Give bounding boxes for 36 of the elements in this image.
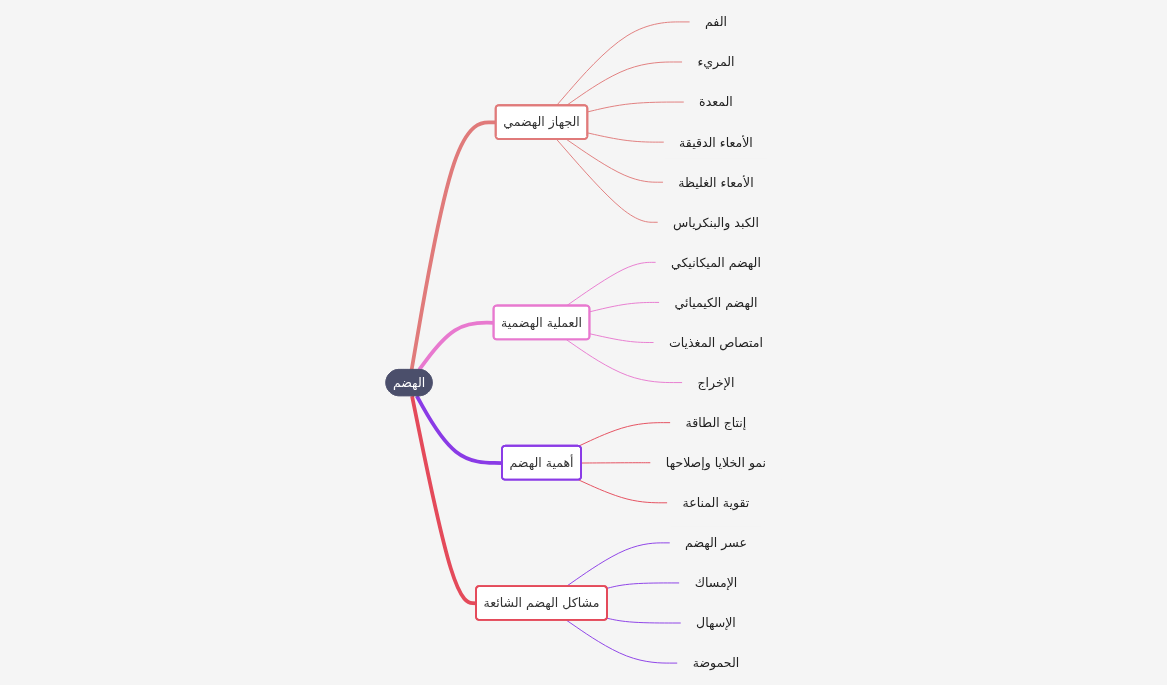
connector	[565, 619, 679, 664]
connector	[587, 132, 665, 143]
node-text: إنتاج الطاقة	[685, 415, 747, 431]
node-text: المريء	[697, 54, 735, 70]
connector	[556, 138, 659, 223]
node-text: الإخراج	[697, 375, 735, 391]
node-text: تقوية المناعة	[682, 495, 750, 511]
node-text: الأمعاء الدقيقة	[679, 134, 753, 150]
connector	[410, 395, 477, 606]
node-text: الإمساك	[694, 575, 738, 591]
node-text: المعدة	[699, 94, 733, 110]
node-text: نمو الخلايا وإصلاحها	[665, 455, 767, 471]
connector	[606, 582, 681, 589]
connector	[578, 479, 668, 504]
connector	[587, 101, 685, 113]
connector	[565, 339, 683, 384]
node-text: الحموضة	[692, 655, 740, 671]
node-text: امتصاص المغذيات	[668, 334, 763, 351]
node-text: الهضم الميكانيكي	[671, 254, 761, 270]
node-text: الأمعاء الغليظة	[678, 174, 754, 190]
node-text: عسر الهضم	[685, 535, 747, 551]
node-text: الإسهال	[696, 615, 736, 631]
connector	[409, 120, 496, 371]
connector	[589, 301, 660, 313]
connector	[417, 320, 494, 371]
connector	[556, 21, 691, 106]
node-text: الهضم الكيميائي	[674, 294, 758, 310]
connector	[606, 617, 682, 624]
connector	[578, 422, 672, 447]
node-text: الكبد والبنكرياس	[673, 214, 759, 230]
connector	[565, 542, 671, 587]
node-text: الفم	[704, 14, 727, 30]
connector	[589, 333, 655, 343]
connector	[565, 261, 657, 307]
connector	[565, 138, 664, 183]
connector	[565, 61, 683, 106]
